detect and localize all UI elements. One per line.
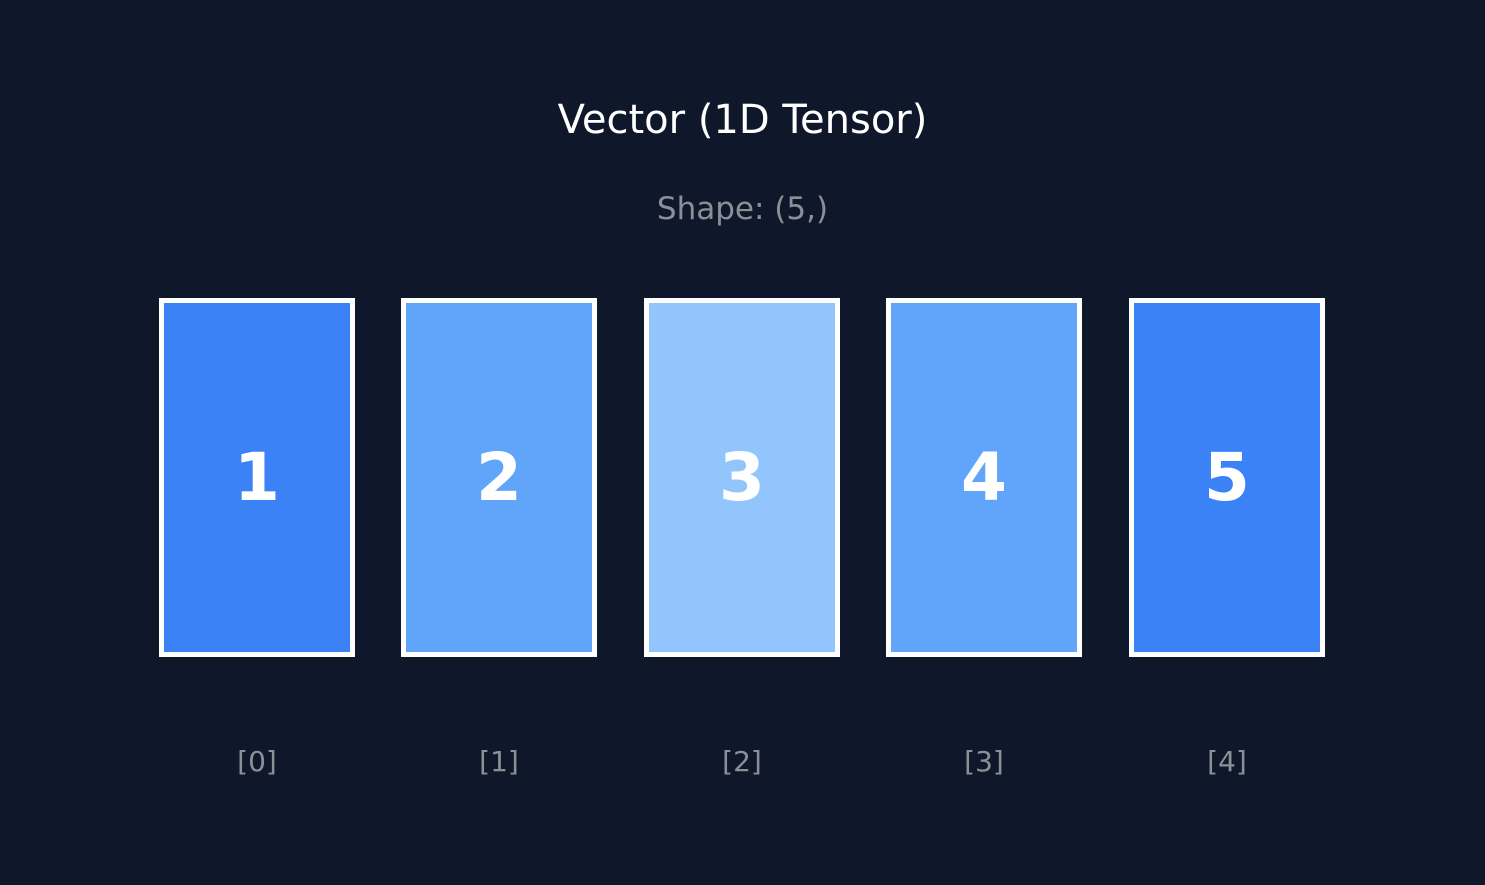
vector-element-0: 1 [159,298,355,657]
diagram-title: Vector (1D Tensor) [557,97,928,143]
shape-label: Shape: (5,) [656,191,829,227]
vector-element-3: 4 [886,298,1082,657]
element-value-4: 5 [1204,438,1250,516]
vector-element-2: 3 [644,298,840,657]
index-label-2: [2] [722,745,762,778]
vector-element-1: 2 [401,298,597,657]
index-label-0: [0] [237,745,277,778]
index-label-1: [1] [479,745,519,778]
vector-element-4: 5 [1129,298,1325,657]
index-label-4: [4] [1207,745,1247,778]
index-label-3: [3] [964,745,1004,778]
element-value-1: 2 [476,438,522,516]
element-value-0: 1 [234,438,280,516]
element-value-3: 4 [961,438,1007,516]
element-value-2: 3 [719,438,765,516]
